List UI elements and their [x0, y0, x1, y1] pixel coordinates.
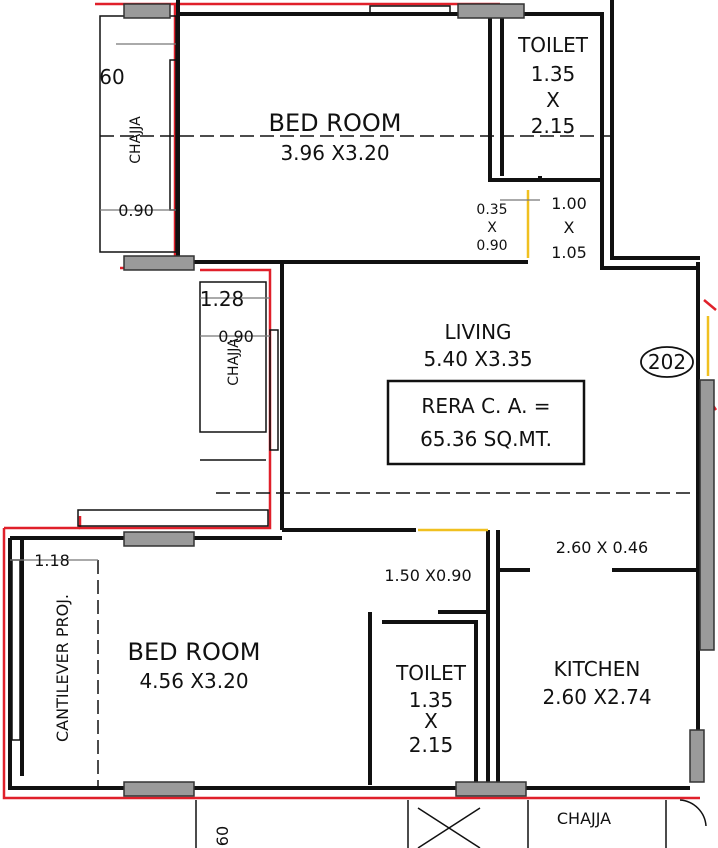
rera-line2: 65.36 SQ.MT. — [420, 427, 552, 451]
dim-118: 1.18 — [34, 551, 70, 570]
chajja-mid-label: CHAJJA — [226, 338, 242, 386]
chajja-top-label: CHAJJA — [128, 116, 144, 164]
kitchen-size: 2.60 X2.74 — [542, 685, 651, 709]
toilet1-width: 1.35 — [531, 62, 576, 86]
bedroom2-name: BED ROOM — [128, 638, 261, 666]
wash-x: X — [564, 218, 575, 237]
chajja-bottom-label: CHAJJA — [557, 809, 611, 828]
rera-box — [386, 379, 586, 466]
toilet1-height: 2.15 — [531, 114, 576, 138]
passage-x: X — [487, 220, 497, 236]
living-name: LIVING — [444, 320, 511, 344]
toilet1-name: TOILET — [517, 33, 589, 57]
rera-line1: RERA C. A. = — [421, 394, 550, 418]
dim-60-top: 60 — [99, 65, 124, 89]
dimension-markers — [10, 43, 540, 561]
unit-number-badge — [640, 346, 694, 378]
living-size: 5.40 X3.35 — [423, 347, 532, 371]
windows — [11, 3, 715, 797]
annotation-labels: CHAJJA CHAJJA CHAJJA CANTILEVER PROJ. 60… — [34, 65, 648, 846]
toilet2-width: 1.35 — [409, 688, 454, 712]
bedroom2-size: 4.56 X3.20 — [139, 669, 248, 693]
dim-090-mid: 0.90 — [218, 327, 254, 346]
dim-128: 1.28 — [200, 287, 245, 311]
passage-width: 0.35 — [476, 202, 507, 218]
toilet2-height: 2.15 — [409, 733, 454, 757]
bedroom1-size: 3.96 X3.20 — [280, 141, 389, 165]
dim-090-top: 0.90 — [118, 201, 154, 220]
bedroom1-name: BED ROOM — [269, 109, 402, 137]
dim-60-bottom: 60 — [213, 826, 232, 846]
section-lines — [97, 135, 700, 790]
bottom-chajja — [195, 799, 707, 848]
opening-150: 1.50 X0.90 — [384, 566, 471, 585]
door-openings — [418, 190, 710, 532]
unit-number: 202 — [648, 350, 686, 374]
room-labels: BED ROOM 3.96 X3.20 TOILET 1.35 X 2.15 L… — [128, 33, 687, 757]
cantilever-label: CANTILEVER PROJ. — [53, 594, 72, 742]
wash-width: 1.00 — [551, 194, 587, 213]
kitchen-name: KITCHEN — [554, 657, 641, 681]
toilet1-x: X — [546, 88, 560, 112]
toilet2-x: X — [424, 709, 438, 733]
toilet2-name: TOILET — [395, 661, 467, 685]
passage-height: 0.90 — [476, 238, 507, 254]
opening-260: 2.60 X 0.46 — [556, 538, 648, 557]
wash-height: 1.05 — [551, 243, 587, 262]
